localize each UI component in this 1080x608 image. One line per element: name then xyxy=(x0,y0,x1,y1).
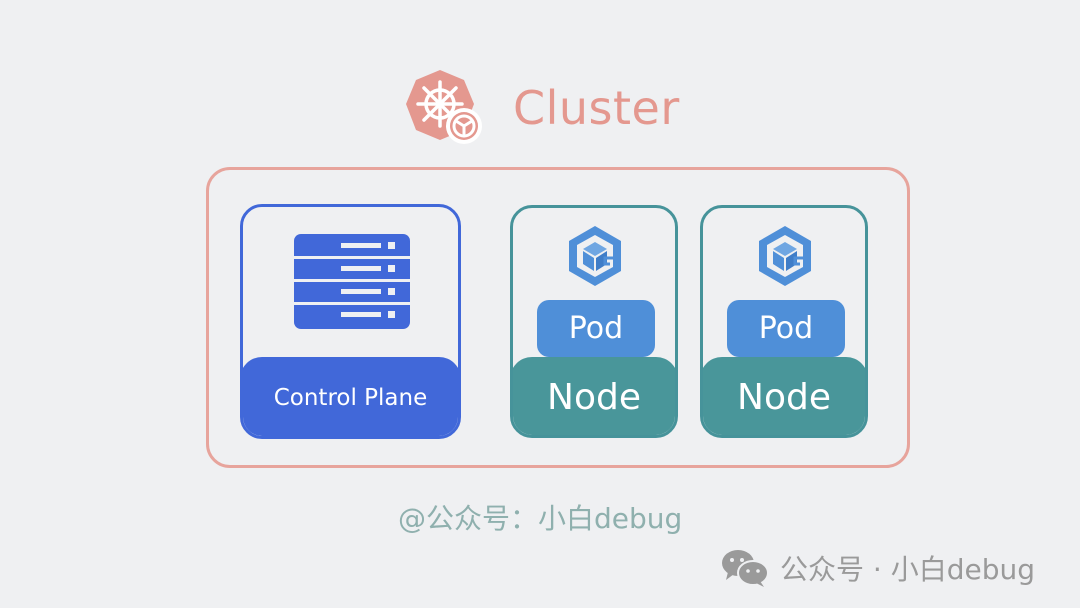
node-label: Node xyxy=(513,357,675,435)
pod-cube-icon xyxy=(569,226,621,286)
pod-cube-icon xyxy=(759,226,811,286)
node-card: Pod Node xyxy=(510,205,678,438)
footer-text: 公众号 · 小白debug xyxy=(780,553,1035,586)
footer-attribution: 公众号 · 小白debug xyxy=(720,548,1035,588)
watermark-text: @公众号：小白debug xyxy=(398,502,683,535)
kubernetes-cluster-icon xyxy=(406,70,482,144)
wechat-icon xyxy=(722,550,769,587)
pod-badge: Pod xyxy=(537,300,655,357)
cluster-title: Cluster xyxy=(513,81,680,135)
server-rack-icon xyxy=(294,234,410,329)
node-label: Node xyxy=(703,357,865,435)
control-plane-label: Control Plane xyxy=(243,357,458,436)
control-plane-card: Control Plane xyxy=(240,204,461,439)
node-card: Pod Node xyxy=(700,205,868,438)
pod-badge: Pod xyxy=(727,300,845,357)
cluster-boundary xyxy=(206,167,910,468)
